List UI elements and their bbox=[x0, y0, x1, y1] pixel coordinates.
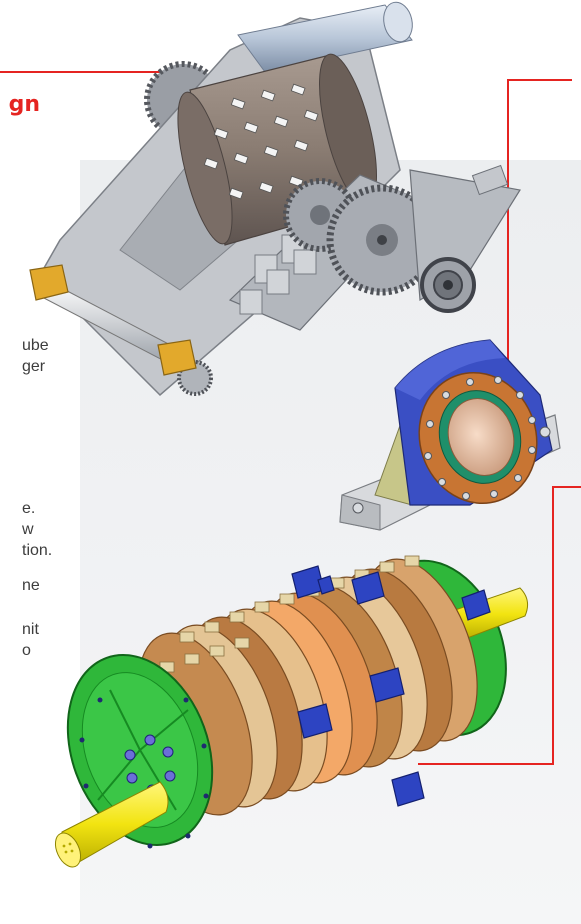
text-line-5: tion. bbox=[22, 542, 53, 559]
text-line-7: nit bbox=[22, 621, 39, 638]
cutter-rotor bbox=[54, 555, 529, 868]
text-line-3: e. bbox=[22, 500, 36, 517]
shredder-assembly bbox=[29, 1, 521, 397]
text-line-2: ger bbox=[22, 358, 46, 375]
callout-line-rotor bbox=[418, 486, 581, 765]
text-line-4: w bbox=[22, 521, 34, 538]
bearing-housing bbox=[339, 339, 561, 531]
section-heading: gn bbox=[8, 92, 40, 117]
text-line-6: ne bbox=[22, 577, 40, 594]
callout-line-bearing bbox=[507, 79, 572, 405]
text-line-8: o bbox=[22, 642, 31, 659]
text-line-1: ube bbox=[22, 337, 49, 354]
